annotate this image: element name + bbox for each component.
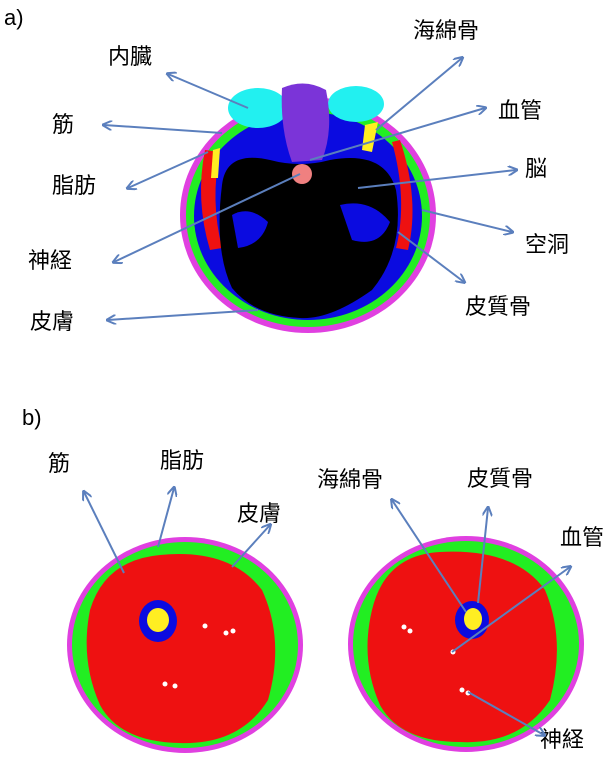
label-cavity: 空洞	[525, 233, 569, 258]
limb-left-vessel	[203, 624, 208, 629]
head-organ-left	[228, 88, 288, 128]
label-nerve: 神経	[540, 728, 584, 753]
arrow-muscle	[104, 125, 222, 133]
arrow-muscle	[84, 492, 124, 573]
panel-a-label: a)	[4, 5, 24, 30]
limb-right-vessel	[402, 625, 407, 630]
panel-b: b) 筋 脂肪 皮膚	[22, 405, 604, 753]
label-fat: 脂肪	[52, 174, 96, 199]
limb-section-right	[348, 536, 584, 752]
limb-left-vessel	[224, 631, 229, 636]
label-vessel: 血管	[498, 99, 542, 124]
arrow-skin	[108, 310, 258, 320]
label-muscle: 筋	[48, 452, 70, 477]
label-spongy-bone: 海綿骨	[317, 468, 383, 493]
limb-right-nerve	[460, 688, 465, 693]
head-vessel	[292, 164, 312, 184]
limb-left-spongy-bone	[147, 608, 169, 632]
head-organ-right	[328, 86, 384, 122]
label-cortical-bone: 皮質骨	[465, 295, 531, 320]
limb-left-muscle	[87, 554, 276, 743]
limb-left-nerve	[173, 684, 178, 689]
head-cross-section	[180, 83, 436, 333]
limb-left-vessel	[231, 629, 236, 634]
label-vessel: 血管	[560, 526, 604, 551]
head-nerve-vessel-region	[282, 83, 329, 162]
arrow-organ	[168, 74, 248, 108]
limb-section-left	[67, 537, 303, 753]
label-muscle: 筋	[52, 113, 74, 138]
label-spongy-bone: 海綿骨	[413, 19, 479, 44]
limb-left-nerve	[163, 682, 168, 687]
panel-a: a) 内臓 筋	[4, 5, 569, 335]
label-organ: 内臓	[108, 45, 152, 70]
label-cortical-bone: 皮質骨	[467, 467, 533, 492]
label-fat: 脂肪	[160, 449, 204, 474]
label-brain: 脳	[525, 157, 547, 182]
label-nerve: 神経	[28, 249, 72, 274]
label-skin: 皮膚	[30, 310, 74, 335]
limb-right-muscle	[368, 552, 557, 743]
limb-right-vessel	[408, 629, 413, 634]
label-skin: 皮膚	[237, 502, 281, 527]
panel-b-label: b)	[22, 405, 42, 430]
